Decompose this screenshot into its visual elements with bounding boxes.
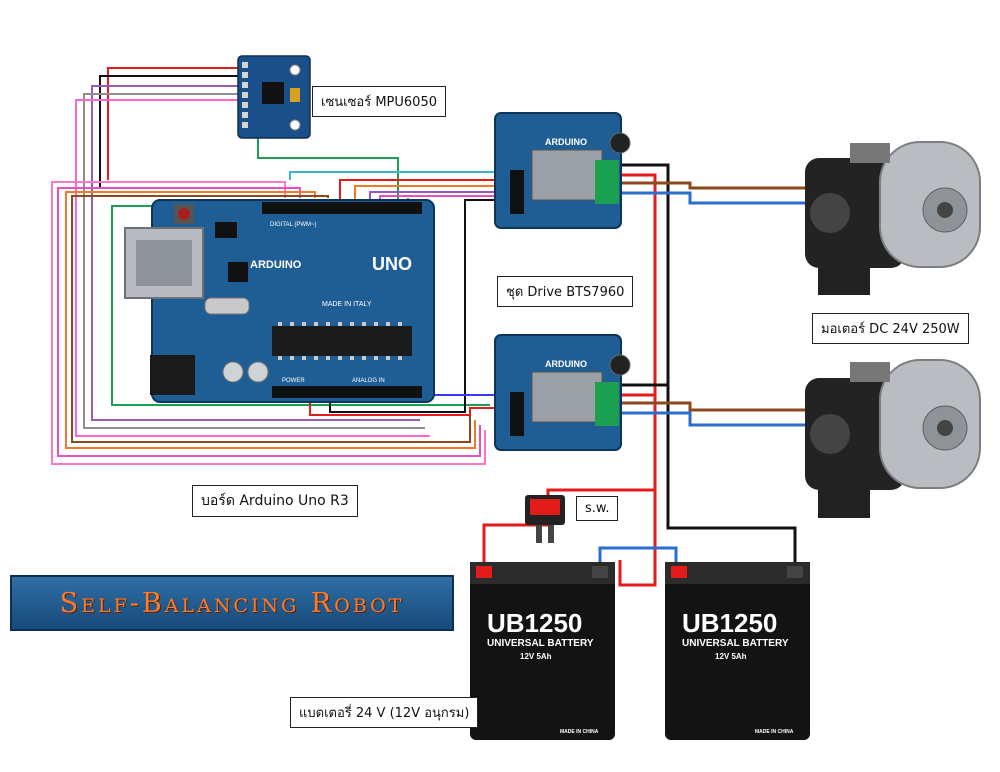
battery-left-spec: 12V 5Ah [520, 652, 552, 661]
battery-right-spec: 12V 5Ah [715, 652, 747, 661]
battery-right-origin: MADE IN CHINA [755, 729, 794, 735]
power-wires [482, 163, 805, 587]
board-label: บอร์ด Arduino Uno R3 [192, 485, 358, 517]
rocker-switch-icon [525, 495, 565, 543]
arduino-model-text: UNO [372, 254, 412, 274]
battery-label: แบตเตอรี่ 24 V (12V อนุกรม) [290, 697, 479, 728]
battery-right-model: UB1250 [682, 608, 777, 638]
arduino-madein-text: MADE IN ITALY [322, 301, 372, 308]
arduino-analog-text: ANALOG IN [352, 378, 385, 384]
battery-right: UB1250 UNIVERSAL BATTERY 12V 5Ah MADE IN… [665, 562, 810, 740]
arduino-digital-text: DIGITAL (PWM~) [270, 222, 317, 228]
sensor-label: เซนเซอร์ MPU6050 [312, 86, 446, 117]
battery-left-brand: UNIVERSAL BATTERY [487, 638, 594, 649]
arduino-uno-board: ARDUINO UNO MADE IN ITALY DIGITAL (PWM~)… [124, 199, 435, 403]
banner-title: Self-Balancing Robot [59, 587, 405, 619]
battery-left-origin: MADE IN CHINA [560, 729, 599, 735]
arduino-brand-text: ARDUINO [250, 259, 302, 271]
motor-bottom [805, 359, 981, 518]
driver-top-brand-text: ARDUINO [545, 137, 587, 147]
battery-left: UB1250 UNIVERSAL BATTERY 12V 5Ah MADE IN… [470, 562, 615, 740]
battery-left-model: UB1250 [487, 608, 582, 638]
driver-board-bottom: ARDUINO [494, 334, 631, 451]
driver-bottom-brand-text: ARDUINO [545, 359, 587, 369]
switch-label: s.w. [576, 496, 619, 521]
battery-right-brand: UNIVERSAL BATTERY [682, 638, 789, 649]
motor-top [805, 141, 981, 295]
motor-label: มอเตอร์ DC 24V 250W [812, 313, 969, 344]
mpu6050-sensor [237, 55, 311, 139]
arduino-power-text: POWER [282, 378, 305, 384]
signal-wires [51, 67, 506, 465]
title-banner: Self-Balancing Robot [10, 575, 454, 631]
driver-board-top: ARDUINO [494, 112, 631, 229]
driver-label: ชุด Drive BTS7960 [497, 276, 634, 307]
